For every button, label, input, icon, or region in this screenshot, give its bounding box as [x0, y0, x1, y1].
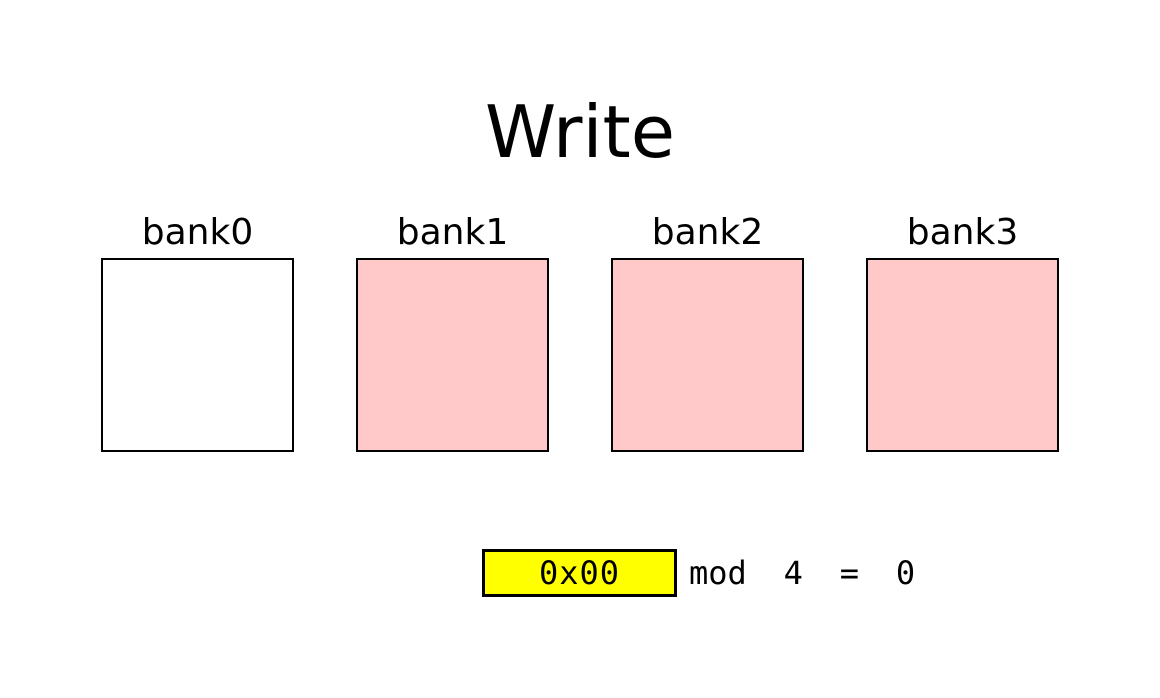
bank-group-0: bank0: [101, 212, 294, 452]
diagram-title: Write: [484, 90, 676, 174]
equation-text: mod 4 = 0: [689, 554, 916, 592]
address-value: 0x00: [538, 554, 621, 592]
address-box: 0x00: [482, 549, 677, 597]
bank-box-2: [611, 258, 804, 452]
bank-box-3: [866, 258, 1059, 452]
bank-group-2: bank2: [611, 212, 804, 452]
bank-group-3: bank3: [866, 212, 1059, 452]
bank-row: bank0 bank1 bank2 bank3: [101, 212, 1059, 452]
bank-label-1: bank1: [396, 212, 509, 253]
bank-label-0: bank0: [141, 212, 254, 253]
bank-label-2: bank2: [651, 212, 764, 253]
address-row: 0x00 mod 4 = 0: [482, 549, 915, 597]
bank-box-0: [101, 258, 294, 452]
bank-group-1: bank1: [356, 212, 549, 452]
bank-label-3: bank3: [906, 212, 1019, 253]
bank-box-1: [356, 258, 549, 452]
